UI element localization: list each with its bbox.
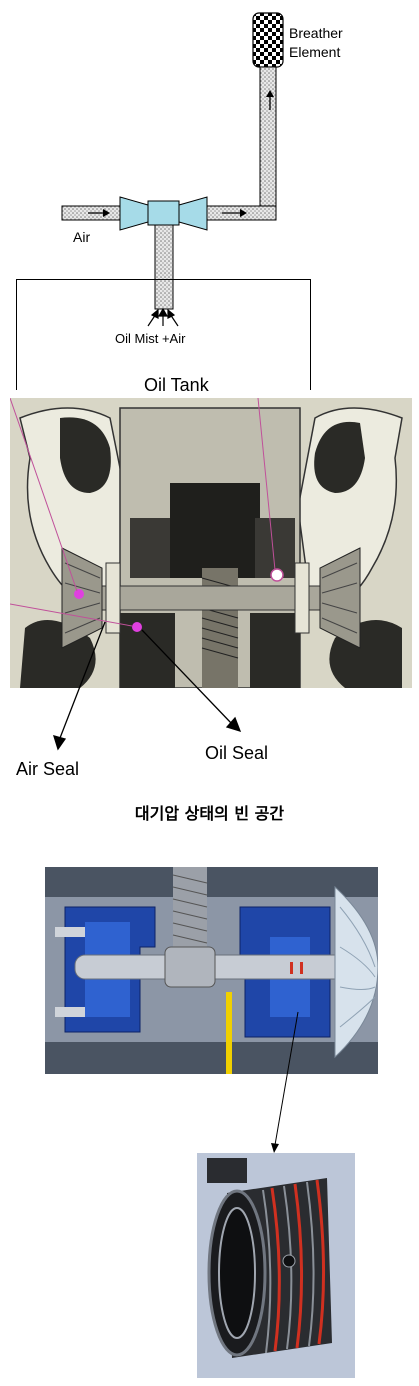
oil-tank-label: Oil Tank (144, 375, 209, 395)
caption-text: 대기압 상태의 빈 공간 (134, 804, 285, 823)
breather-label-line2: Element (289, 44, 341, 60)
air-flow-arrow (88, 209, 110, 217)
oil-mist-arrows (147, 307, 179, 327)
breather-schematic (61, 12, 284, 327)
seal-callout-arrows (53, 621, 242, 751)
seal-ring-photo (197, 1153, 355, 1378)
oil-tank-outline (16, 279, 311, 390)
air-seal-dot (74, 589, 84, 599)
oil-mist-air-label: Oil Mist +Air (115, 331, 186, 346)
oil-seal-dot (132, 622, 142, 632)
air-label: Air (73, 229, 91, 245)
turbocharger-cross-section (10, 398, 412, 688)
venturi-right-cone (178, 196, 208, 231)
vent-pipe-vertical (259, 66, 277, 221)
breather-label-line1: Breather (289, 25, 343, 41)
up-flow-arrow (266, 90, 274, 110)
exhaust-flow-arrow (222, 209, 247, 217)
oil-seal-label: Oil Seal (205, 743, 269, 763)
venturi-throat (147, 200, 180, 226)
breather-element (252, 12, 284, 68)
seal-assembly-render (45, 867, 378, 1074)
seal-dot-right (270, 568, 284, 582)
venturi-left-cone (119, 196, 149, 231)
ring-callout-arrow (271, 1011, 299, 1153)
air-seal-label: Air Seal (16, 759, 80, 779)
oil-mist-pipe (154, 224, 174, 310)
